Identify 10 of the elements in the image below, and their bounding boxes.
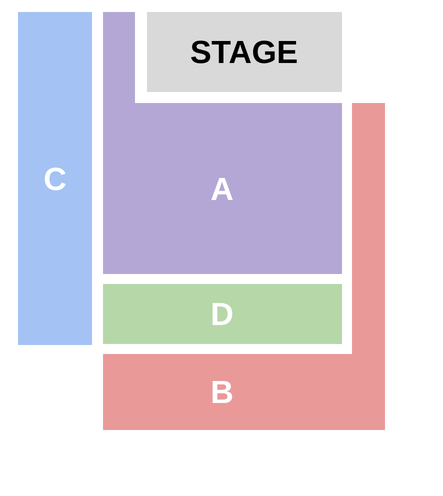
stage-area [147,12,342,92]
seating-section [18,12,92,345]
seating-section [103,103,385,430]
section-label: D [210,298,234,330]
seating-section [103,284,342,344]
section-label: STAGE [190,36,298,68]
section-label: C [43,163,67,195]
section-label: A [210,173,234,205]
section-label: B [210,376,234,408]
seating-section [103,12,342,274]
